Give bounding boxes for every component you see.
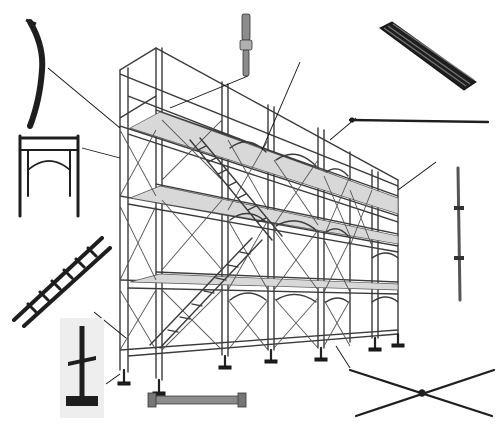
bar-icon xyxy=(147,392,247,408)
post-icon xyxy=(454,166,464,302)
frame-icon xyxy=(18,134,80,218)
ladder-icon xyxy=(12,236,112,328)
cross-brace-icon xyxy=(348,368,496,418)
pin-icon xyxy=(239,13,253,77)
jack-icon xyxy=(60,318,104,418)
tower-stairs xyxy=(149,137,283,349)
scaffold-tower xyxy=(117,47,405,396)
tower-base-jacks xyxy=(122,332,400,394)
plank-icon xyxy=(379,21,477,91)
curved-bar-icon xyxy=(25,18,46,129)
rod-icon xyxy=(348,117,490,124)
leader-lines xyxy=(47,61,437,385)
